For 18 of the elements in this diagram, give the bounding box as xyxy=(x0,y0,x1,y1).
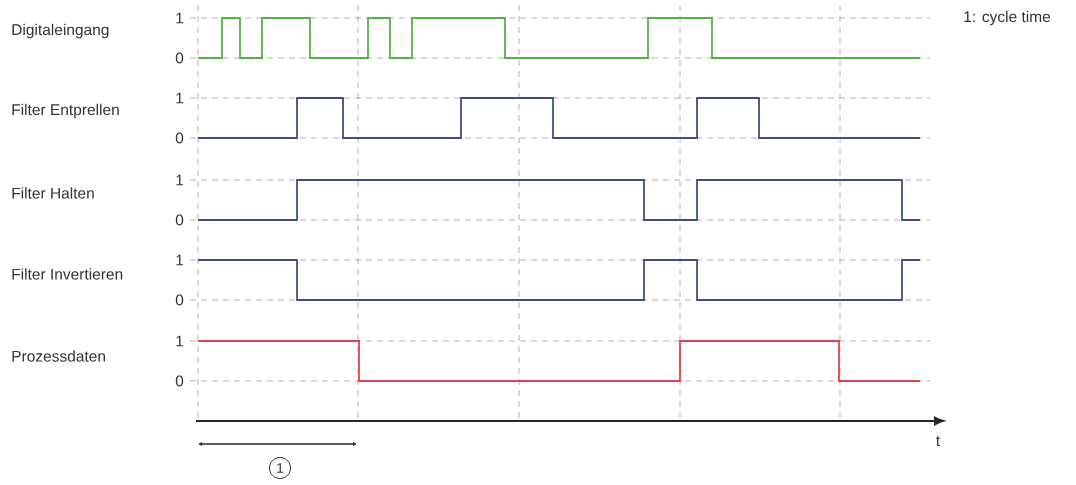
signal-name: Prozessdaten xyxy=(12,350,105,362)
note-text: 1: cycle time xyxy=(964,10,1051,26)
level-label: 0 xyxy=(175,294,184,306)
signal-name: Digitaleingang xyxy=(12,23,109,39)
level-label: 1 xyxy=(176,92,184,104)
level-label: 1 xyxy=(176,335,184,347)
level-label: 0 xyxy=(175,214,184,226)
callout-number: 1 xyxy=(269,457,291,479)
level-label: 1 xyxy=(176,254,184,266)
level-label: 1 xyxy=(176,12,184,24)
signal-name: Filter Halten xyxy=(12,187,94,199)
level-label: 0 xyxy=(175,375,184,387)
signal-name: Filter Invertieren xyxy=(12,268,123,280)
level-label: 0 xyxy=(175,132,184,144)
signal-name: Filter Entprellen xyxy=(12,103,119,119)
level-label: 1 xyxy=(176,174,184,186)
level-label: 0 xyxy=(175,52,184,64)
axis-label: t xyxy=(936,435,941,447)
